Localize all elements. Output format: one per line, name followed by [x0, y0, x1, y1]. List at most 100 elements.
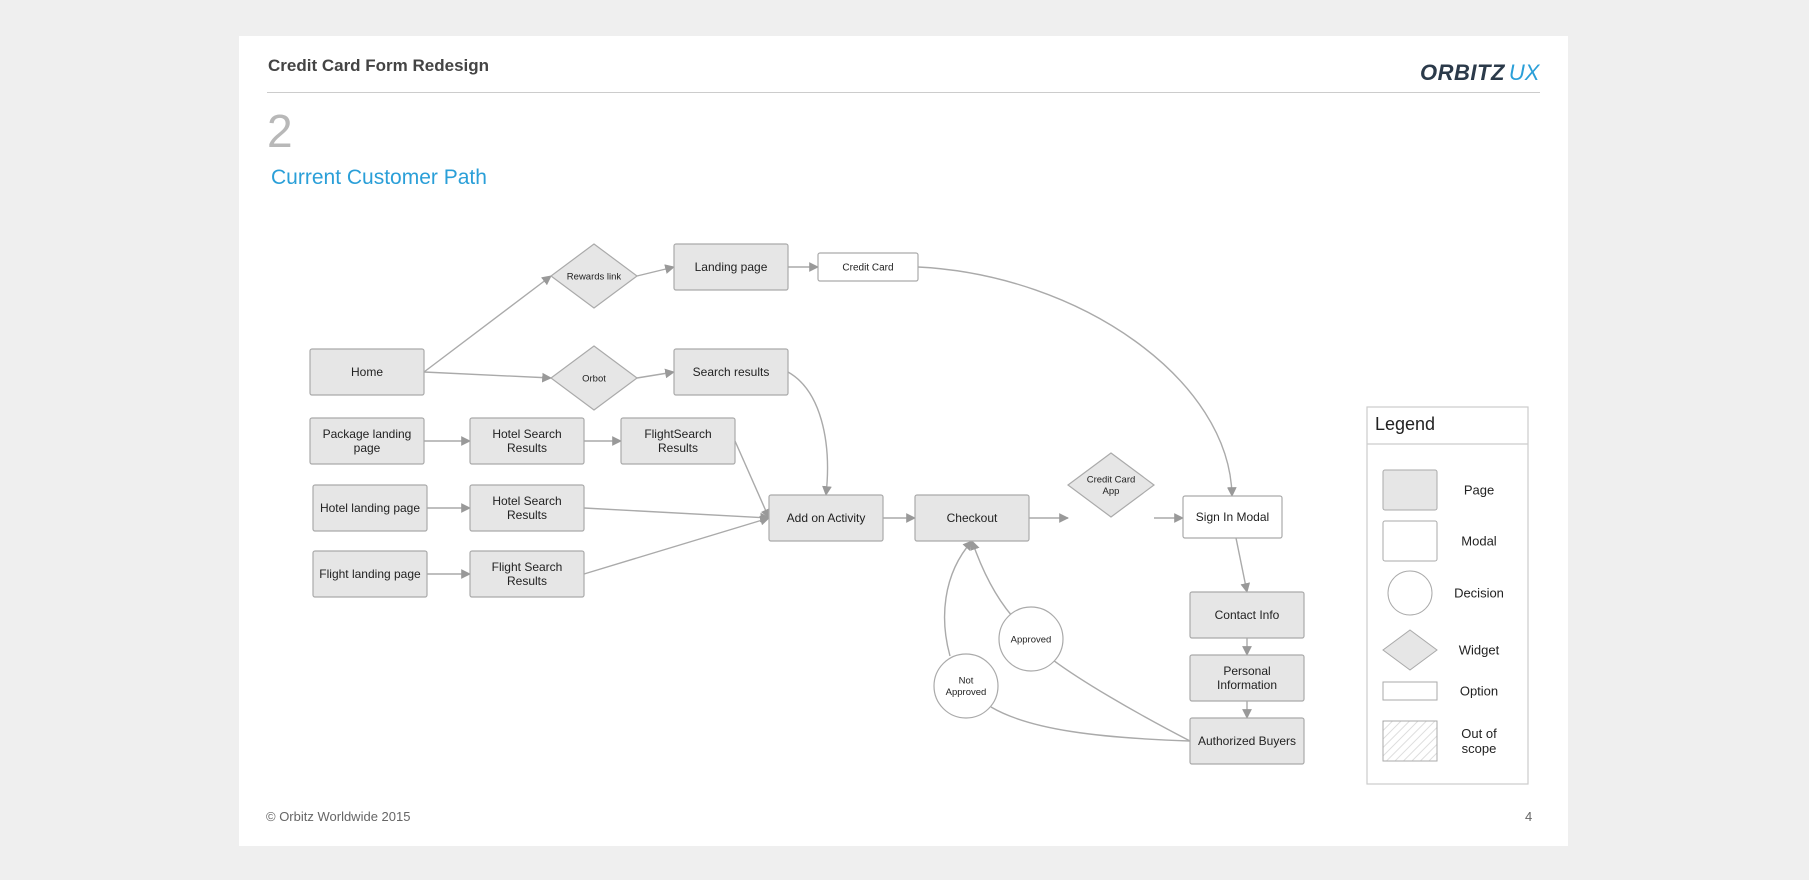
node-label: Sign In Modal	[1196, 510, 1269, 524]
node-label: Home	[351, 365, 383, 379]
page-shape	[768, 494, 884, 542]
edge-sign_in_modal-to-contact_info	[1235, 537, 1251, 593]
edge-flight_search_results-to-add_on_activity	[583, 515, 770, 575]
page-shape	[673, 348, 789, 396]
node-checkout: Checkout	[914, 494, 1030, 542]
node-label: Flight landing page	[319, 567, 421, 581]
header-divider	[267, 92, 1540, 93]
logo-orbitz-text: ORBITZ	[1420, 60, 1505, 85]
modal-shape	[1182, 495, 1283, 539]
edge-authorized_buyers-to-not_approved	[990, 706, 1191, 742]
node-label: Authorized Buyers	[1198, 734, 1296, 748]
page-shape	[1189, 591, 1305, 639]
legend-label: Decision	[1454, 586, 1504, 601]
legend-label: Option	[1460, 684, 1498, 699]
node-label: Credit Card	[842, 263, 893, 274]
legend-item-page: Page	[1382, 469, 1494, 511]
node-search-results: Search results	[673, 348, 789, 396]
page-shape	[312, 550, 428, 598]
node-label: Approved	[1011, 634, 1052, 645]
page-shape	[469, 550, 585, 598]
page-shape	[469, 484, 585, 532]
legend-label: Modal	[1461, 534, 1497, 549]
node-label: Results	[658, 441, 698, 455]
node-label: Checkout	[947, 511, 998, 525]
legend-label: Out of	[1461, 726, 1497, 741]
node-orbot: Orbot	[549, 345, 639, 411]
node-label: Search results	[693, 365, 770, 379]
node-label: Results	[507, 574, 547, 588]
edge-hotel_search_results_2-to-add_on_activity	[583, 507, 770, 523]
edge-home-to-orbot	[423, 371, 552, 383]
edge-flightsearch_results-to-add_on_activity	[734, 440, 770, 519]
node-label: Results	[507, 441, 547, 455]
node-contact-info: Contact Info	[1189, 591, 1305, 639]
edge-orbot-to-search_results	[636, 368, 675, 379]
option-shape	[817, 252, 919, 282]
page-shape	[312, 484, 428, 532]
node-add-on-activity: Add on Activity	[768, 494, 884, 542]
node-label: Hotel landing page	[320, 501, 420, 515]
page-shape	[1189, 654, 1305, 702]
widget-shape	[549, 243, 639, 309]
edge-search_results-to-add_on_activity	[787, 371, 832, 496]
page-title: Credit Card Form Redesign	[268, 56, 490, 75]
legend-label: Page	[1464, 483, 1494, 498]
legend-label: Widget	[1459, 643, 1500, 658]
node-hotel-landing: Hotel landing page	[312, 484, 428, 532]
node-label: Information	[1217, 678, 1277, 692]
edge-credit_card-to-sign_in_modal	[917, 266, 1237, 497]
node-label: Contact Info	[1215, 608, 1280, 622]
copyright-text: © Orbitz Worldwide 2015	[266, 809, 411, 824]
node-label: Flight Search	[492, 560, 563, 574]
node-label: FlightSearch	[644, 427, 711, 441]
legend-item-widget: Widget	[1382, 629, 1500, 671]
legend-item-modal: Modal	[1382, 520, 1497, 562]
node-label: Hotel Search	[492, 494, 561, 508]
node-label: Credit Card	[1087, 475, 1136, 486]
orbitz-ux-logo: ORBITZ UX	[1420, 58, 1539, 88]
node-home: Home	[309, 348, 425, 396]
node-flight-landing: Flight landing page	[312, 550, 428, 598]
node-rewards-link: Rewards link	[549, 243, 639, 309]
decision-shape	[998, 606, 1064, 672]
node-landing-page: Landing page	[673, 243, 789, 291]
edge-rewards_link-to-landing_page	[636, 264, 675, 277]
node-label: Add on Activity	[787, 511, 866, 525]
legend-item-decision: Decision	[1387, 570, 1504, 616]
page-shape	[673, 243, 789, 291]
legend-swatch	[1382, 720, 1438, 762]
edge-home-to-rewards_link	[423, 275, 552, 373]
page-shape	[309, 417, 425, 465]
page-shape	[469, 417, 585, 465]
edge-authorized_buyers-to-approved	[1052, 659, 1191, 742]
logo-ux-text: UX	[1508, 60, 1540, 85]
node-label: page	[354, 441, 381, 455]
legend-swatch	[1382, 520, 1438, 562]
node-label: Results	[507, 508, 547, 522]
legend-item-option: Option	[1382, 681, 1498, 701]
edges-layer	[423, 262, 1252, 742]
page-shape	[309, 348, 425, 396]
legend-label: scope	[1462, 741, 1497, 756]
page-shape	[620, 417, 736, 465]
page-shape	[914, 494, 1030, 542]
node-sign-in-modal: Sign In Modal	[1182, 495, 1283, 539]
node-authorized-buyers: Authorized Buyers	[1189, 717, 1305, 765]
widget-shape	[549, 345, 639, 411]
node-label: App	[1103, 486, 1120, 497]
node-label: Not	[959, 676, 974, 687]
node-label: Hotel Search	[492, 427, 561, 441]
legend-title: Legend	[1375, 414, 1435, 434]
node-label: Orbot	[582, 373, 606, 384]
